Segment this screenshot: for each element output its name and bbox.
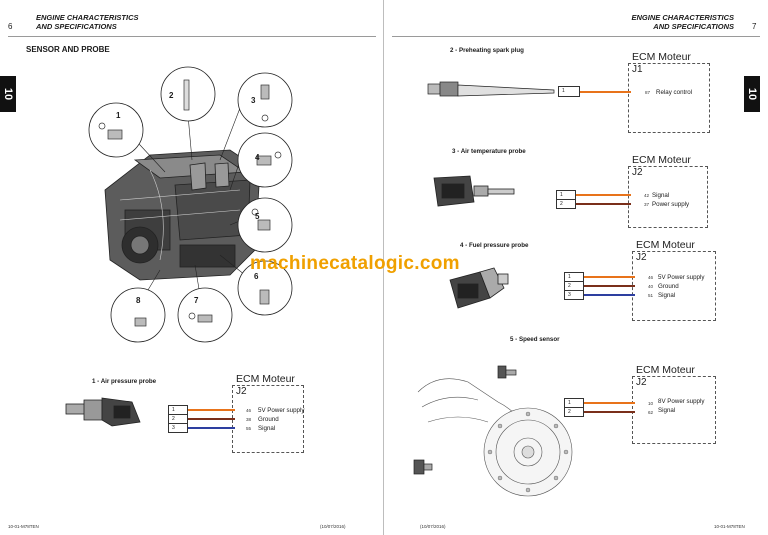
- fuel-pressure-probe-image: [449, 267, 509, 309]
- section-title: SENSOR AND PROBE: [26, 45, 110, 54]
- callout-number-6: 6: [254, 272, 259, 281]
- header-title-left: ENGINE CHARACTERISTICS AND SPECIFICATION…: [36, 13, 139, 31]
- callout-number-1: 1: [116, 111, 121, 120]
- pin-fuel-pressure-51: 51: [648, 293, 654, 298]
- callout-number-4: 4: [255, 153, 260, 162]
- pin-air-pressure-55: 55: [246, 426, 252, 431]
- connector-pin-3: 3: [568, 292, 571, 298]
- ecm-title-air-temp: ECM Moteur: [632, 154, 691, 166]
- connector-pin-1: 1: [565, 399, 583, 408]
- chapter-tab-label-left: 10: [2, 87, 14, 101]
- preheating-connector: 1: [558, 86, 580, 97]
- watermark: machinecatalogic.com: [250, 253, 460, 274]
- connector-pin-2: 2: [568, 409, 571, 415]
- header-rule-right: [392, 36, 760, 37]
- signal-air-pressure-power: 5V Power supply: [258, 407, 305, 414]
- signal-air-pressure-ground: Ground: [258, 416, 279, 423]
- pin-speed-sensor-62: 62: [648, 410, 654, 415]
- header-title-right: ENGINE CHARACTERISTICS AND SPECIFICATION…: [631, 13, 734, 31]
- ecm-box-speed-sensor: [632, 376, 716, 444]
- wire-preheating-1: [580, 91, 631, 93]
- spark-plug-image: [427, 81, 555, 97]
- callout-number-7: 7: [194, 296, 199, 305]
- air-temp-connector: 1 2: [556, 190, 576, 209]
- callout-number-5: 5: [255, 212, 260, 221]
- caption-air-pressure-probe: 1 - Air pressure probe: [92, 378, 157, 385]
- signal-air-pressure-signal: Signal: [258, 425, 276, 432]
- connector-pin-2: 2: [565, 282, 583, 291]
- caption-air-temperature-probe: 3 - Air temperature probe: [452, 148, 526, 155]
- callout-number-3: 3: [251, 96, 256, 105]
- ecm-title-preheating: ECM Moteur: [632, 51, 691, 63]
- footer-right-date: (10/07/2016): [420, 524, 446, 529]
- ecm-port-fuel-pressure: J2: [636, 252, 647, 263]
- crankshaft-speed-sensor-image: [413, 365, 573, 497]
- caption-fuel-pressure-probe: 4 - Fuel pressure probe: [460, 242, 529, 249]
- engine-illustration: [88, 66, 293, 343]
- chapter-tab-label-right: 10: [746, 87, 758, 101]
- ecm-port-preheating: J1: [632, 64, 643, 75]
- signal-fuel-pressure-power: 5V Power supply: [658, 274, 705, 281]
- wire-air-temp-1: [576, 194, 631, 196]
- signal-air-temp-power: Power supply: [652, 201, 690, 208]
- pin-speed-sensor-10: 10: [648, 401, 654, 406]
- callout-number-2: 2: [169, 91, 174, 100]
- page-number-right: 7: [752, 22, 757, 31]
- pin-air-temp-37: 37: [644, 202, 650, 207]
- connector-pin-1: 1: [169, 406, 187, 415]
- signal-fuel-pressure-signal: Signal: [658, 292, 676, 299]
- pin-preheating-87: 87: [645, 90, 651, 95]
- footer-left-date: (10/07/2016): [320, 524, 346, 529]
- ecm-port-air-temp: J2: [632, 167, 643, 178]
- connector-pin-3: 3: [172, 425, 175, 431]
- wire-fuel-pressure-2: [584, 285, 635, 287]
- connector-pin-1: 1: [557, 191, 575, 200]
- air-pressure-connector: 1 2 3: [168, 405, 188, 433]
- page-number-left: 6: [8, 22, 13, 31]
- ecm-title-air-pressure: ECM Moteur: [236, 373, 295, 385]
- pin-air-temp-42: 42: [644, 193, 650, 198]
- ecm-box-preheating: [628, 63, 710, 133]
- wire-fuel-pressure-1: [584, 276, 635, 278]
- ecm-port-air-pressure: J2: [236, 386, 247, 397]
- wire-air-pressure-2: [188, 418, 235, 420]
- left-page: 6 ENGINE CHARACTERISTICS AND SPECIFICATI…: [0, 0, 384, 535]
- air-pressure-probe-image: [65, 397, 141, 427]
- chapter-tab-right: 10: [744, 76, 760, 112]
- wire-speed-sensor-2: [584, 411, 635, 413]
- wire-air-pressure-1: [188, 409, 235, 411]
- pin-fuel-pressure-40: 40: [648, 284, 654, 289]
- signal-preheating-relay: Relay control: [656, 89, 693, 96]
- signal-speed-sensor-power: 8V Power supply: [658, 398, 705, 405]
- pin-air-pressure-38: 38: [246, 417, 252, 422]
- ecm-title-speed-sensor: ECM Moteur: [636, 364, 695, 376]
- caption-preheating-spark-plug: 2 - Preheating spark plug: [450, 47, 524, 54]
- connector-pin-2: 2: [560, 201, 563, 207]
- callout-number-8: 8: [136, 296, 141, 305]
- signal-fuel-pressure-ground: Ground: [658, 283, 679, 290]
- air-temperature-probe-image: [433, 175, 515, 207]
- connector-pin-1: 1: [562, 88, 565, 94]
- pin-air-pressure-46: 46: [246, 408, 252, 413]
- right-page: ENGINE CHARACTERISTICS AND SPECIFICATION…: [384, 0, 768, 535]
- signal-speed-sensor-signal: Signal: [658, 407, 676, 414]
- ecm-port-speed-sensor: J2: [636, 377, 647, 388]
- fuel-pressure-connector: 1 2 3: [564, 272, 584, 300]
- speed-sensor-connector: 1 2: [564, 398, 584, 417]
- chapter-tab-left: 10: [0, 76, 16, 112]
- wire-air-temp-2: [576, 203, 631, 205]
- ecm-box-air-temp: [628, 166, 708, 228]
- wire-speed-sensor-1: [584, 402, 635, 404]
- footer-right-code: 10-01-M78TEN: [714, 524, 745, 529]
- connector-pin-1: 1: [565, 273, 583, 282]
- connector-pin-2: 2: [169, 415, 187, 424]
- caption-speed-sensor: 5 - Speed sensor: [510, 336, 560, 343]
- header-rule-left: [8, 36, 376, 37]
- ecm-title-fuel-pressure: ECM Moteur: [636, 239, 695, 251]
- pin-fuel-pressure-46: 46: [648, 275, 654, 280]
- wire-fuel-pressure-3: [584, 294, 635, 296]
- footer-left-code: 10-01-M78TEN: [8, 524, 39, 529]
- wire-air-pressure-3: [188, 427, 235, 429]
- signal-air-temp-signal: Signal: [652, 192, 670, 199]
